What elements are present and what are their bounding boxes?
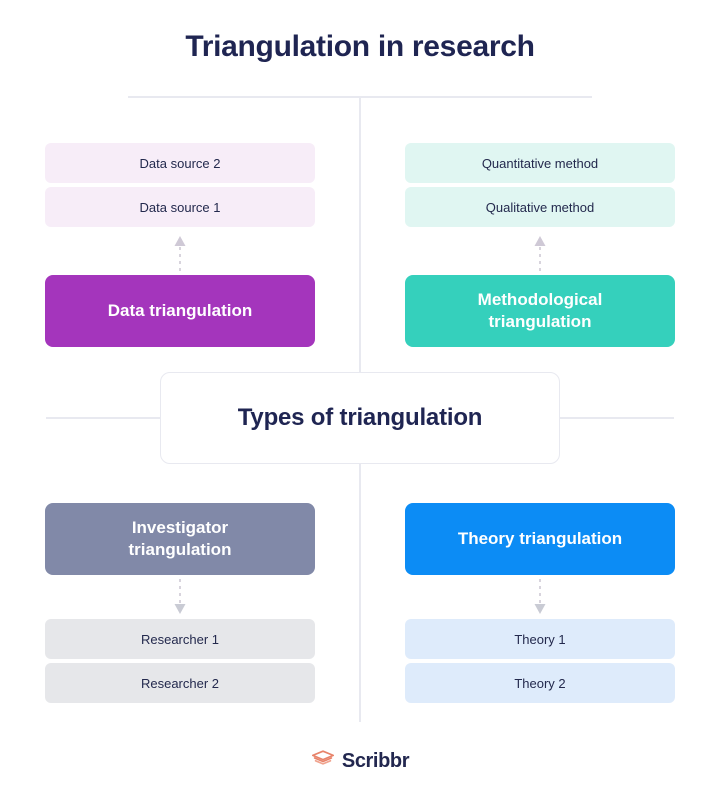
list-item: Researcher 1 bbox=[45, 619, 315, 659]
list-item: Data source 1 bbox=[45, 187, 315, 227]
list-item: Quantitative method bbox=[405, 143, 675, 183]
quadrant-theory-triangulation: Theory triangulation Theory 1 Theory 2 bbox=[405, 503, 675, 707]
list-item: Data source 2 bbox=[45, 143, 315, 183]
graduation-cap-icon bbox=[311, 748, 335, 775]
quadrant-data-triangulation: Data source 2 Data source 1 Data triangu… bbox=[45, 143, 315, 347]
arrow-up-dashed-icon bbox=[405, 231, 675, 275]
headline-data-triangulation: Data triangulation bbox=[45, 275, 315, 347]
headline-line-1: Investigator bbox=[131, 518, 229, 538]
brand-name: Scribbr bbox=[341, 750, 410, 772]
headline-methodological-triangulation: Methodological triangulation bbox=[405, 275, 675, 347]
center-label-types-of-triangulation: Types of triangulation bbox=[160, 372, 560, 464]
list-item: Qualitative method bbox=[405, 187, 675, 227]
headline-theory-triangulation: Theory triangulation bbox=[405, 503, 675, 575]
headline-investigator-triangulation: Investigator triangulation bbox=[45, 503, 315, 575]
divider-middle-left bbox=[46, 417, 162, 419]
arrow-up-dashed-icon bbox=[45, 231, 315, 275]
list-item: Theory 2 bbox=[405, 663, 675, 703]
page-title: Triangulation in research bbox=[185, 30, 535, 63]
quadrant-investigator-triangulation: Investigator triangulation Researcher 1 … bbox=[45, 503, 315, 707]
divider-middle-right bbox=[558, 417, 674, 419]
headline-line-1: Methodological bbox=[477, 290, 603, 310]
arrow-down-dashed-icon bbox=[405, 575, 675, 619]
list-item: Researcher 2 bbox=[45, 663, 315, 703]
scribbr-logo: Scribbr bbox=[0, 748, 720, 775]
list-item: Theory 1 bbox=[405, 619, 675, 659]
headline-line-2: triangulation bbox=[488, 312, 592, 331]
headline-line-2: triangulation bbox=[128, 540, 232, 559]
quadrant-methodological-triangulation: Quantitative method Qualitative method M… bbox=[405, 143, 675, 347]
arrow-down-dashed-icon bbox=[45, 575, 315, 619]
